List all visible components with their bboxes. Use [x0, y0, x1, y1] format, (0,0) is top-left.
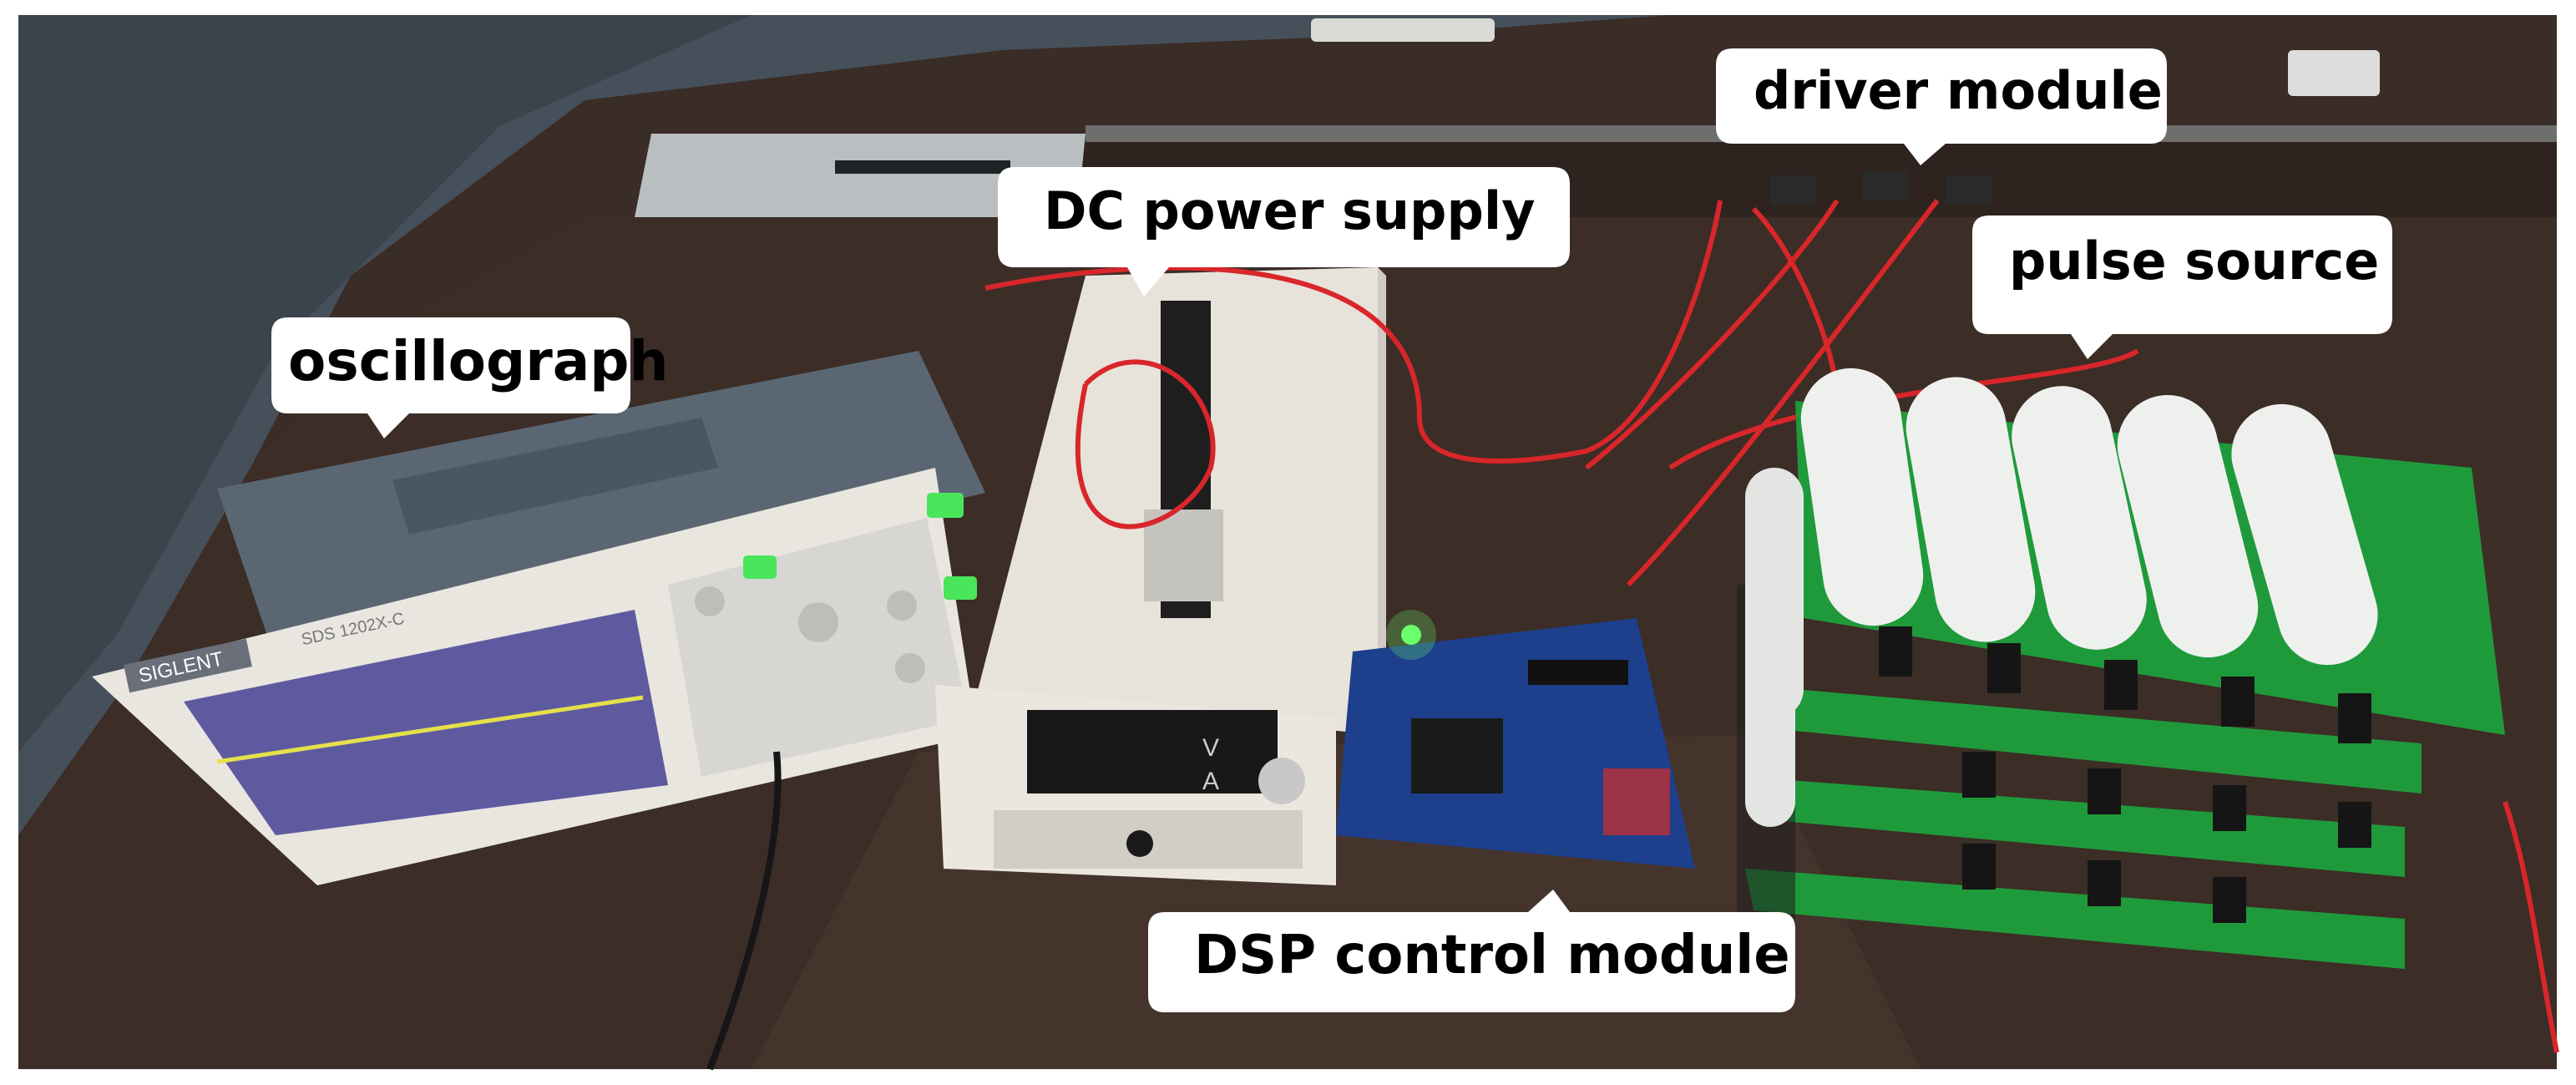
- dsp-control-board: [1336, 610, 1695, 869]
- driver-modules: [1770, 171, 1991, 205]
- psu-display: [1027, 710, 1278, 793]
- knob-2: [798, 602, 838, 642]
- psu-side: [1378, 267, 1386, 735]
- green-button-1: [927, 493, 964, 518]
- callout-oscillograph: [271, 317, 630, 439]
- oscilloscope-trace: [216, 695, 644, 764]
- oscilloscope: SIGLENT SDS 1202X-C: [92, 351, 985, 885]
- oscilloscope-controls: [668, 518, 969, 777]
- psu-volts-text: V: [1202, 734, 1219, 762]
- capacitors: [1745, 368, 2378, 827]
- psu-switch: [1126, 830, 1153, 857]
- oscilloscope-top: [217, 351, 985, 660]
- knob-4: [895, 653, 925, 683]
- label-driver-module: driver module: [1754, 60, 2163, 121]
- dc-power-supply: V A: [935, 267, 1386, 885]
- label-oscillograph: oscillograph: [288, 329, 669, 393]
- psu-knob: [1258, 758, 1305, 804]
- knob-3: [887, 591, 917, 621]
- psu-amps-text: A: [1202, 768, 1219, 795]
- oscilloscope-handle: [392, 418, 718, 535]
- dsp-led-glow: [1386, 610, 1436, 660]
- callout-pulse-source: [1972, 215, 2392, 359]
- knob-1: [695, 586, 725, 616]
- cable-slot: [835, 160, 1010, 174]
- transistors: [1879, 626, 2371, 923]
- label-dc-power-supply: DC power supply: [1044, 180, 1536, 241]
- dsp-display: [1528, 660, 1628, 685]
- dsp-led: [1401, 625, 1421, 645]
- cable-tray: [635, 134, 1086, 217]
- probe-cable: [706, 751, 782, 1071]
- green-button-3: [944, 576, 977, 600]
- dsp-chip: [1411, 718, 1503, 793]
- callout-dsp-control-module: [1148, 890, 1795, 1012]
- callout-dc-power-supply: [998, 167, 1570, 297]
- pcb-layer-4: [1745, 869, 2405, 969]
- callouts: [271, 48, 2392, 1012]
- green-button-2: [743, 555, 777, 579]
- wall-shadow: [18, 15, 752, 752]
- power-strip: [1311, 18, 1495, 42]
- psu-handle-plate: [1144, 510, 1223, 601]
- pcb-layer-2: [1745, 685, 2422, 793]
- oscilloscope-screen: [184, 610, 668, 835]
- label-dsp-control-module: DSP control module: [1194, 925, 1790, 986]
- dsp-button-row: [1603, 768, 1670, 835]
- brand-plate: [124, 638, 252, 693]
- label-pulse-source: pulse source: [2009, 231, 2380, 292]
- callout-driver-module: [1716, 48, 2167, 165]
- wall-outlet: [2288, 50, 2380, 96]
- pulse-source: [1737, 368, 2505, 969]
- pcb-layer-3: [1745, 777, 2405, 877]
